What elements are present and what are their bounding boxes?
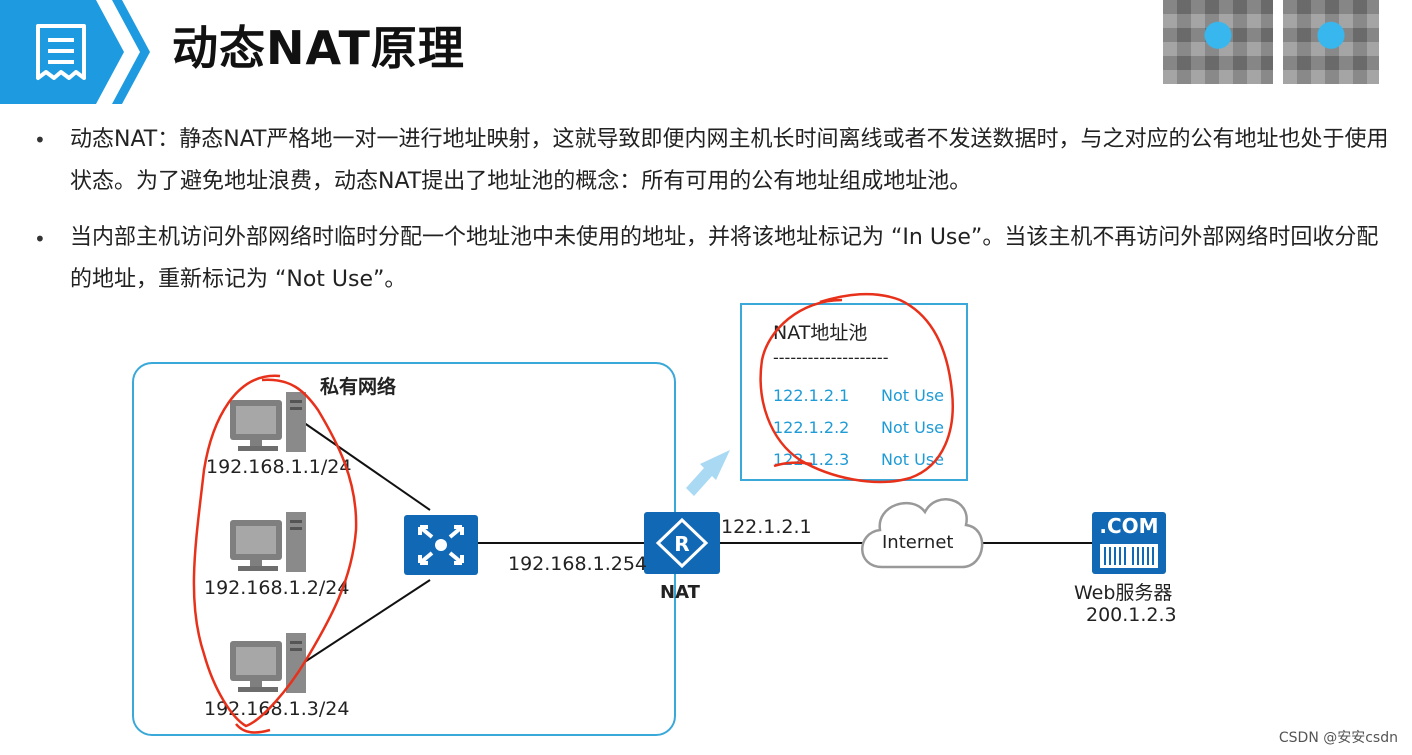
internet-label: Internet — [882, 532, 954, 553]
pool-entry-status: Not Use — [881, 386, 945, 405]
router-label: NAT — [660, 582, 700, 603]
pool-entry-ip: 122.1.2.2 — [773, 418, 850, 437]
host-ip-1: 192.168.1.1/24 — [206, 456, 352, 478]
internet-cloud-icon — [861, 498, 984, 569]
document-icon — [36, 24, 86, 80]
pool-entry-ip: 122.1.2.1 — [773, 386, 850, 405]
blurred-avatar-thumbnail — [1283, 0, 1379, 84]
header-banner — [0, 0, 150, 104]
private-network-label: 私有网络 — [320, 376, 397, 398]
nat-pool-title: NAT地址池 — [773, 322, 868, 344]
pc-icon — [230, 392, 306, 452]
pool-entry-status: Not Use — [881, 418, 945, 437]
web-server-icon — [1092, 512, 1166, 574]
nat-pool-separator: -------------------- — [773, 348, 889, 367]
bullet-marker: • — [34, 227, 46, 251]
hand-drawn-circle-hosts — [192, 374, 358, 728]
router-icon: R — [644, 512, 720, 574]
server-badge: .COM — [1099, 514, 1159, 538]
switch-icon — [404, 515, 478, 575]
nat-pool-box — [740, 303, 968, 481]
pc-icon — [230, 633, 306, 693]
bullet-text-1: 动态NAT：静态NAT严格地一对一进行地址映射，这就导致即便内网主机长时间离线或… — [70, 127, 1389, 194]
pc-icon — [230, 512, 306, 572]
router-outside-ip: 122.1.2.1 — [721, 516, 812, 538]
pool-entry-status: Not Use — [881, 450, 945, 469]
host-ip-3: 192.168.1.3/24 — [204, 698, 350, 720]
page-title: 动态NAT原理 — [172, 21, 465, 75]
hand-drawn-circle-pool — [759, 292, 954, 484]
blurred-avatar-thumbnail — [1163, 0, 1273, 84]
watermark: CSDN @安安csdn — [1278, 730, 1398, 746]
bullet-text-2: 当内部主机访问外部网络时临时分配一个地址池中未使用的地址，并将该地址标记为 “I… — [70, 225, 1379, 292]
host-ip-2: 192.168.1.2/24 — [204, 577, 350, 599]
svg-text:R: R — [674, 532, 689, 556]
router-inside-ip: 192.168.1.254 — [508, 553, 648, 575]
pool-pointer-arrow — [686, 450, 730, 496]
server-label: Web服务器 — [1074, 582, 1173, 604]
server-ip: 200.1.2.3 — [1086, 604, 1177, 626]
bullet-marker: • — [34, 128, 46, 152]
